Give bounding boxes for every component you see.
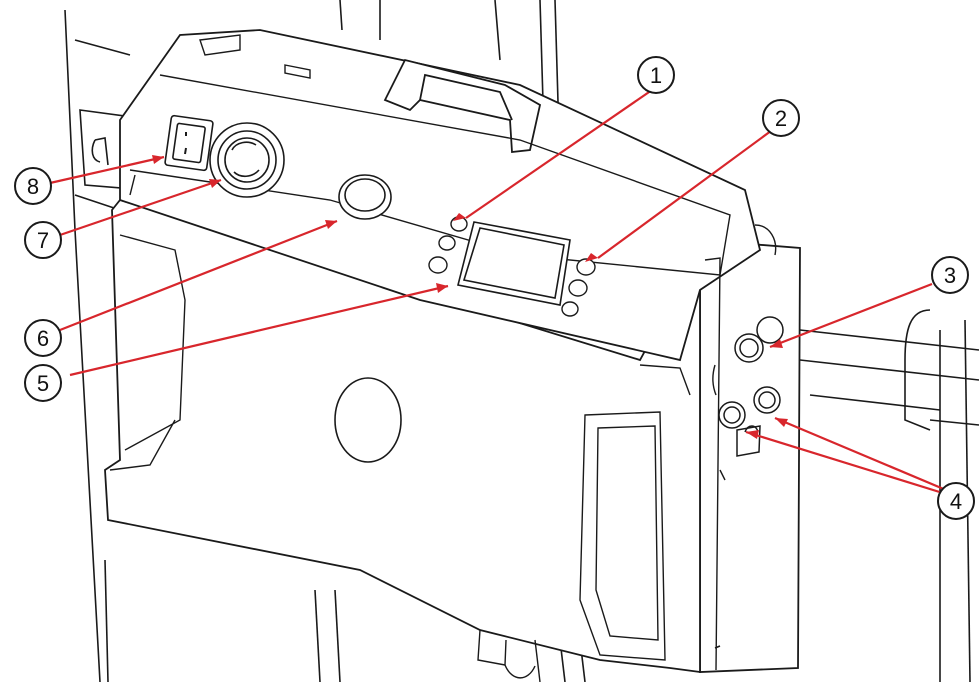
arrowhead-5 xyxy=(436,283,448,293)
leader-line-3 xyxy=(769,282,933,349)
callout-number: 5 xyxy=(37,371,49,396)
callout-number: 4 xyxy=(950,489,962,514)
callout-circle xyxy=(931,256,969,294)
emergency-stop-button xyxy=(209,122,285,198)
callout-number: 8 xyxy=(27,174,39,199)
leader-line-7 xyxy=(59,178,222,237)
leader-line-4b xyxy=(745,430,947,496)
callout-3: 3 xyxy=(931,256,969,294)
panel-details xyxy=(109,34,777,682)
callout-number: 3 xyxy=(944,263,956,288)
mounting-frame xyxy=(64,0,979,682)
callout-circle xyxy=(637,56,675,94)
callout-2: 2 xyxy=(762,99,800,137)
leader-lines xyxy=(49,89,947,496)
leader-line-1 xyxy=(465,89,653,219)
callout-circle xyxy=(762,99,800,137)
arrowhead-1 xyxy=(453,213,466,221)
arrowhead-4b xyxy=(746,430,759,439)
leader-arrowheads xyxy=(152,155,788,439)
arrowhead-7 xyxy=(209,179,221,188)
indicator-lamp xyxy=(338,174,392,220)
front-window xyxy=(334,377,402,463)
leader-line-8 xyxy=(49,155,165,185)
callout-circle xyxy=(24,364,62,402)
callout-circle xyxy=(14,167,52,205)
side-connectors xyxy=(714,316,784,649)
leader-line-5 xyxy=(69,284,449,377)
arrowhead-2 xyxy=(585,253,598,262)
callout-number: 6 xyxy=(37,326,49,351)
arrowhead-4a xyxy=(775,418,788,427)
callout-circle xyxy=(24,319,62,357)
arrowhead-6 xyxy=(325,220,337,229)
display-screen xyxy=(457,221,571,306)
callout-8: 8 xyxy=(14,167,52,205)
callout-7: 7 xyxy=(24,221,62,259)
housing xyxy=(104,29,801,674)
callout-number: 2 xyxy=(775,106,787,131)
callout-number: 7 xyxy=(37,228,49,253)
leader-line-4a xyxy=(774,416,947,492)
leader-line-6 xyxy=(59,219,338,332)
arrowhead-3 xyxy=(770,339,783,348)
callout-5: 5 xyxy=(24,364,62,402)
leader-line-2 xyxy=(597,127,776,259)
arrowhead-8 xyxy=(152,155,164,164)
callout-6: 6 xyxy=(24,319,62,357)
power-switch xyxy=(164,114,214,172)
callout-4: 4 xyxy=(937,482,975,520)
callout-circle xyxy=(24,221,62,259)
right-keypad-buttons xyxy=(561,258,596,317)
callout-1: 1 xyxy=(637,56,675,94)
callout-circle xyxy=(937,482,975,520)
callout-number: 1 xyxy=(650,63,662,88)
